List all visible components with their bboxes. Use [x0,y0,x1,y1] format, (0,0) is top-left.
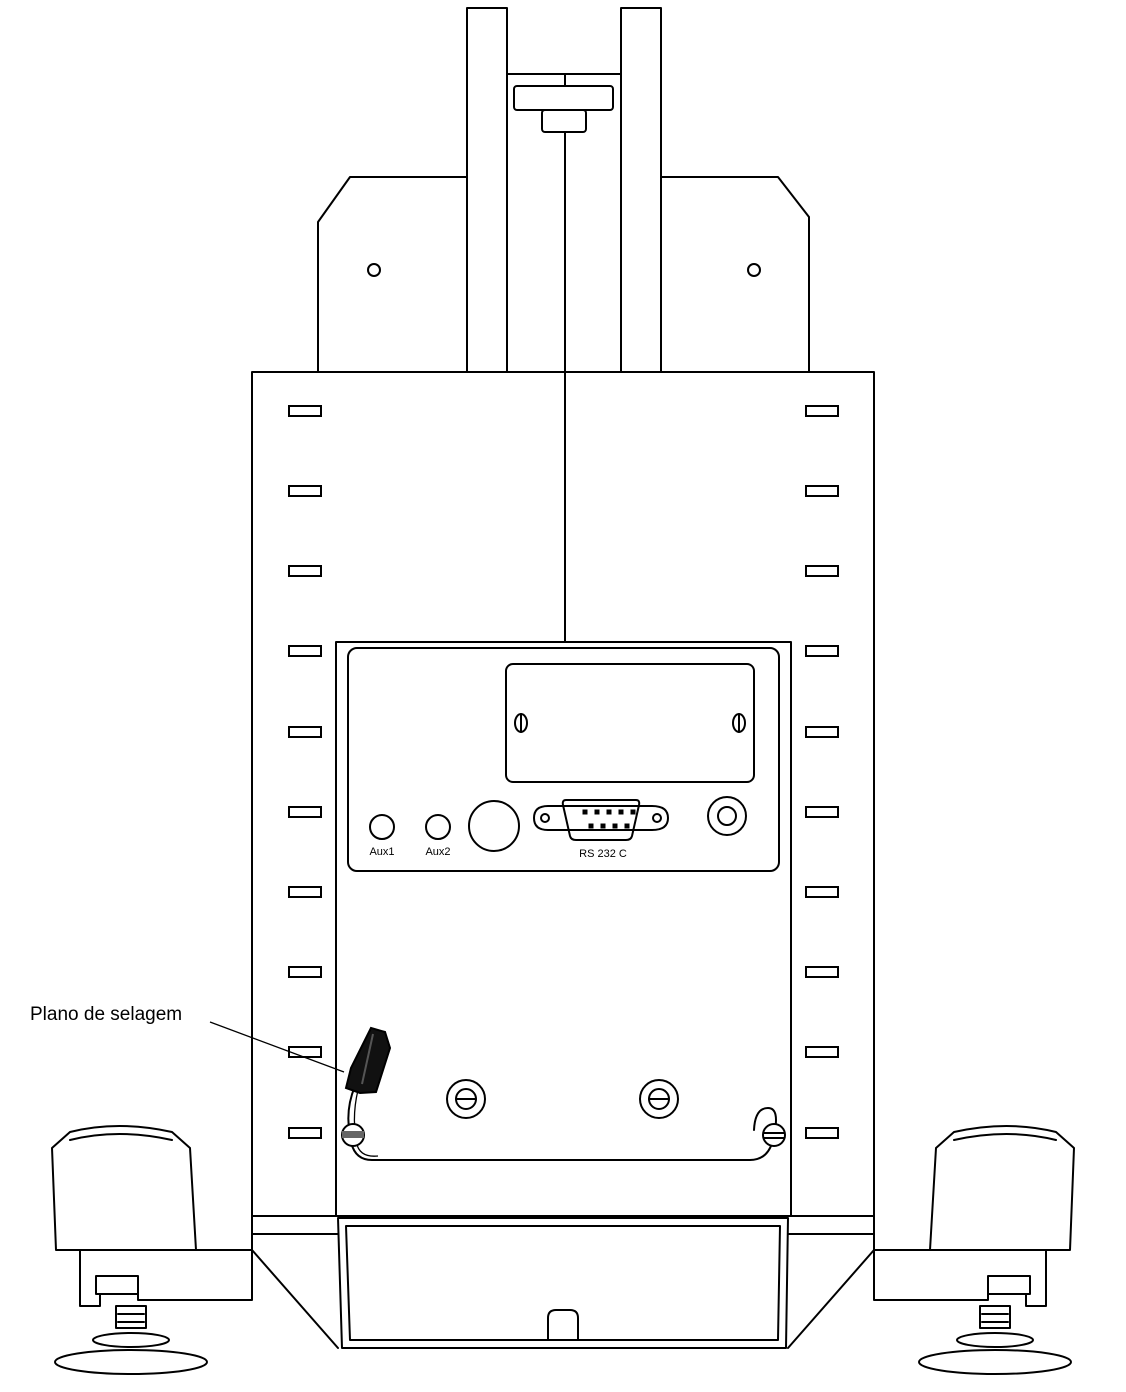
vent-slot-left-1 [288,405,322,417]
aux2-port [425,814,451,840]
center-notch [547,1309,579,1341]
right-post [620,7,662,373]
top-knob-stem [541,109,587,133]
rs232-pin-5 [630,809,636,815]
panel-screw-left [446,1079,486,1119]
vent-slot-right-5 [805,726,839,738]
round-connector [468,800,520,852]
rs232-label: RS 232 C [579,848,627,860]
vent-slot-right-3 [805,565,839,577]
vent-slot-left-2 [288,485,322,497]
right-foot [873,1125,1075,1375]
aux1-port [369,814,395,840]
rs232-pin-4 [618,809,624,815]
vent-slot-left-6 [288,806,322,818]
callout-leader [209,1021,345,1073]
seal-screw-right [762,1123,786,1147]
vent-slot-left-10 [288,1127,322,1139]
vent-slot-right-4 [805,645,839,657]
vent-slot-right-6 [805,806,839,818]
aux2-label: Aux2 [425,846,450,858]
top-knob [513,85,614,111]
vent-slot-left-9 [288,1046,322,1058]
vent-slot-left-3 [288,565,322,577]
panel-screw-right [639,1079,679,1119]
rs232-pin-1 [582,809,588,815]
right-mount-hole [747,263,761,277]
rs232-pin-8 [612,823,618,829]
cover-plate [505,663,755,783]
rs232-connector [533,799,669,841]
vent-slot-right-8 [805,966,839,978]
upper-bracket [317,7,810,643]
vent-slot-right-7 [805,886,839,898]
rs232-pin-7 [600,823,606,829]
aux1-label: Aux1 [369,846,394,858]
left-post [466,7,508,373]
power-socket-outer [707,796,747,836]
front-trough [337,1217,789,1349]
left-foot [51,1125,253,1375]
vent-slot-left-7 [288,886,322,898]
callout-label: Plano de selagem [30,1004,182,1025]
cover-screw-left [514,713,528,733]
seal-screw-left [341,1123,365,1147]
vent-slot-right-1 [805,405,839,417]
rs232-pin-6 [588,823,594,829]
vent-slot-right-10 [805,1127,839,1139]
vent-slot-left-8 [288,966,322,978]
cover-screw-right [732,713,746,733]
vent-slot-right-2 [805,485,839,497]
vent-slot-left-5 [288,726,322,738]
left-mount-hole [367,263,381,277]
rs232-pin-3 [606,809,612,815]
rs232-pin-9 [624,823,630,829]
vent-slot-right-9 [805,1046,839,1058]
power-socket-inner [717,806,737,826]
vent-slots [288,405,839,1139]
vent-slot-left-4 [288,645,322,657]
rs232-pin-2 [594,809,600,815]
